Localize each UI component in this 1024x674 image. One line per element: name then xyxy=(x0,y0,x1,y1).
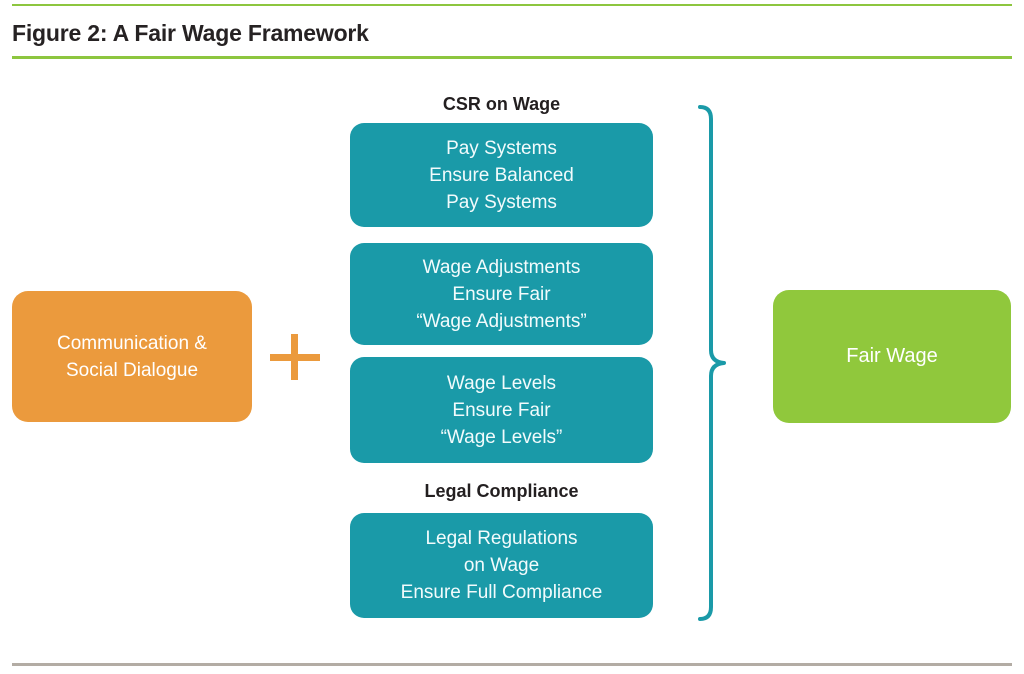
legal-compliance-label: Legal Compliance xyxy=(424,481,579,501)
fair-wage-box: Fair Wage xyxy=(773,290,1011,423)
csr-on-wage-label: CSR on Wage xyxy=(442,94,561,114)
box-text-line: Ensure Full Compliance xyxy=(400,582,603,603)
plus-vertical-bar xyxy=(291,334,298,380)
pay-systems-box: Pay Systems Ensure Balanced Pay Systems xyxy=(350,123,653,227)
box-text-line: “Wage Adjustments” xyxy=(416,310,587,332)
wage-adjustments-box: Wage Adjustments Ensure Fair “Wage Adjus… xyxy=(350,243,653,345)
communication-social-dialogue-box: Communication & Social Dialogue xyxy=(12,291,252,422)
figure-title: Figure 2: A Fair Wage Framework xyxy=(12,20,369,46)
box-text-line: Communication & xyxy=(57,332,207,354)
box-text-line: “Wage Levels” xyxy=(440,426,563,448)
bottom-rule xyxy=(12,663,1012,666)
plus-icon xyxy=(270,334,320,380)
box-text-line: on Wage xyxy=(463,555,540,576)
curly-brace-icon xyxy=(698,105,726,621)
wage-levels-box: Wage Levels Ensure Fair “Wage Levels” xyxy=(350,357,653,463)
title-underline xyxy=(12,56,1012,59)
box-text-line: Wage Levels xyxy=(446,372,557,394)
box-text-line: Ensure Balanced xyxy=(429,164,574,186)
legal-regulations-box: Legal Regulations on Wage Ensure Full Co… xyxy=(350,513,653,618)
top-rule xyxy=(12,4,1012,6)
box-text-line: Pay Systems xyxy=(446,191,557,213)
box-text-line: Pay Systems xyxy=(446,137,557,159)
box-text-line: Wage Adjustments xyxy=(422,256,581,278)
box-text-line: Social Dialogue xyxy=(65,359,199,381)
box-text-line: Ensure Fair xyxy=(452,283,551,305)
box-text-line: Ensure Fair xyxy=(452,399,551,421)
box-text-line: Legal Regulations xyxy=(425,528,578,549)
box-text-line: Fair Wage xyxy=(846,345,938,367)
